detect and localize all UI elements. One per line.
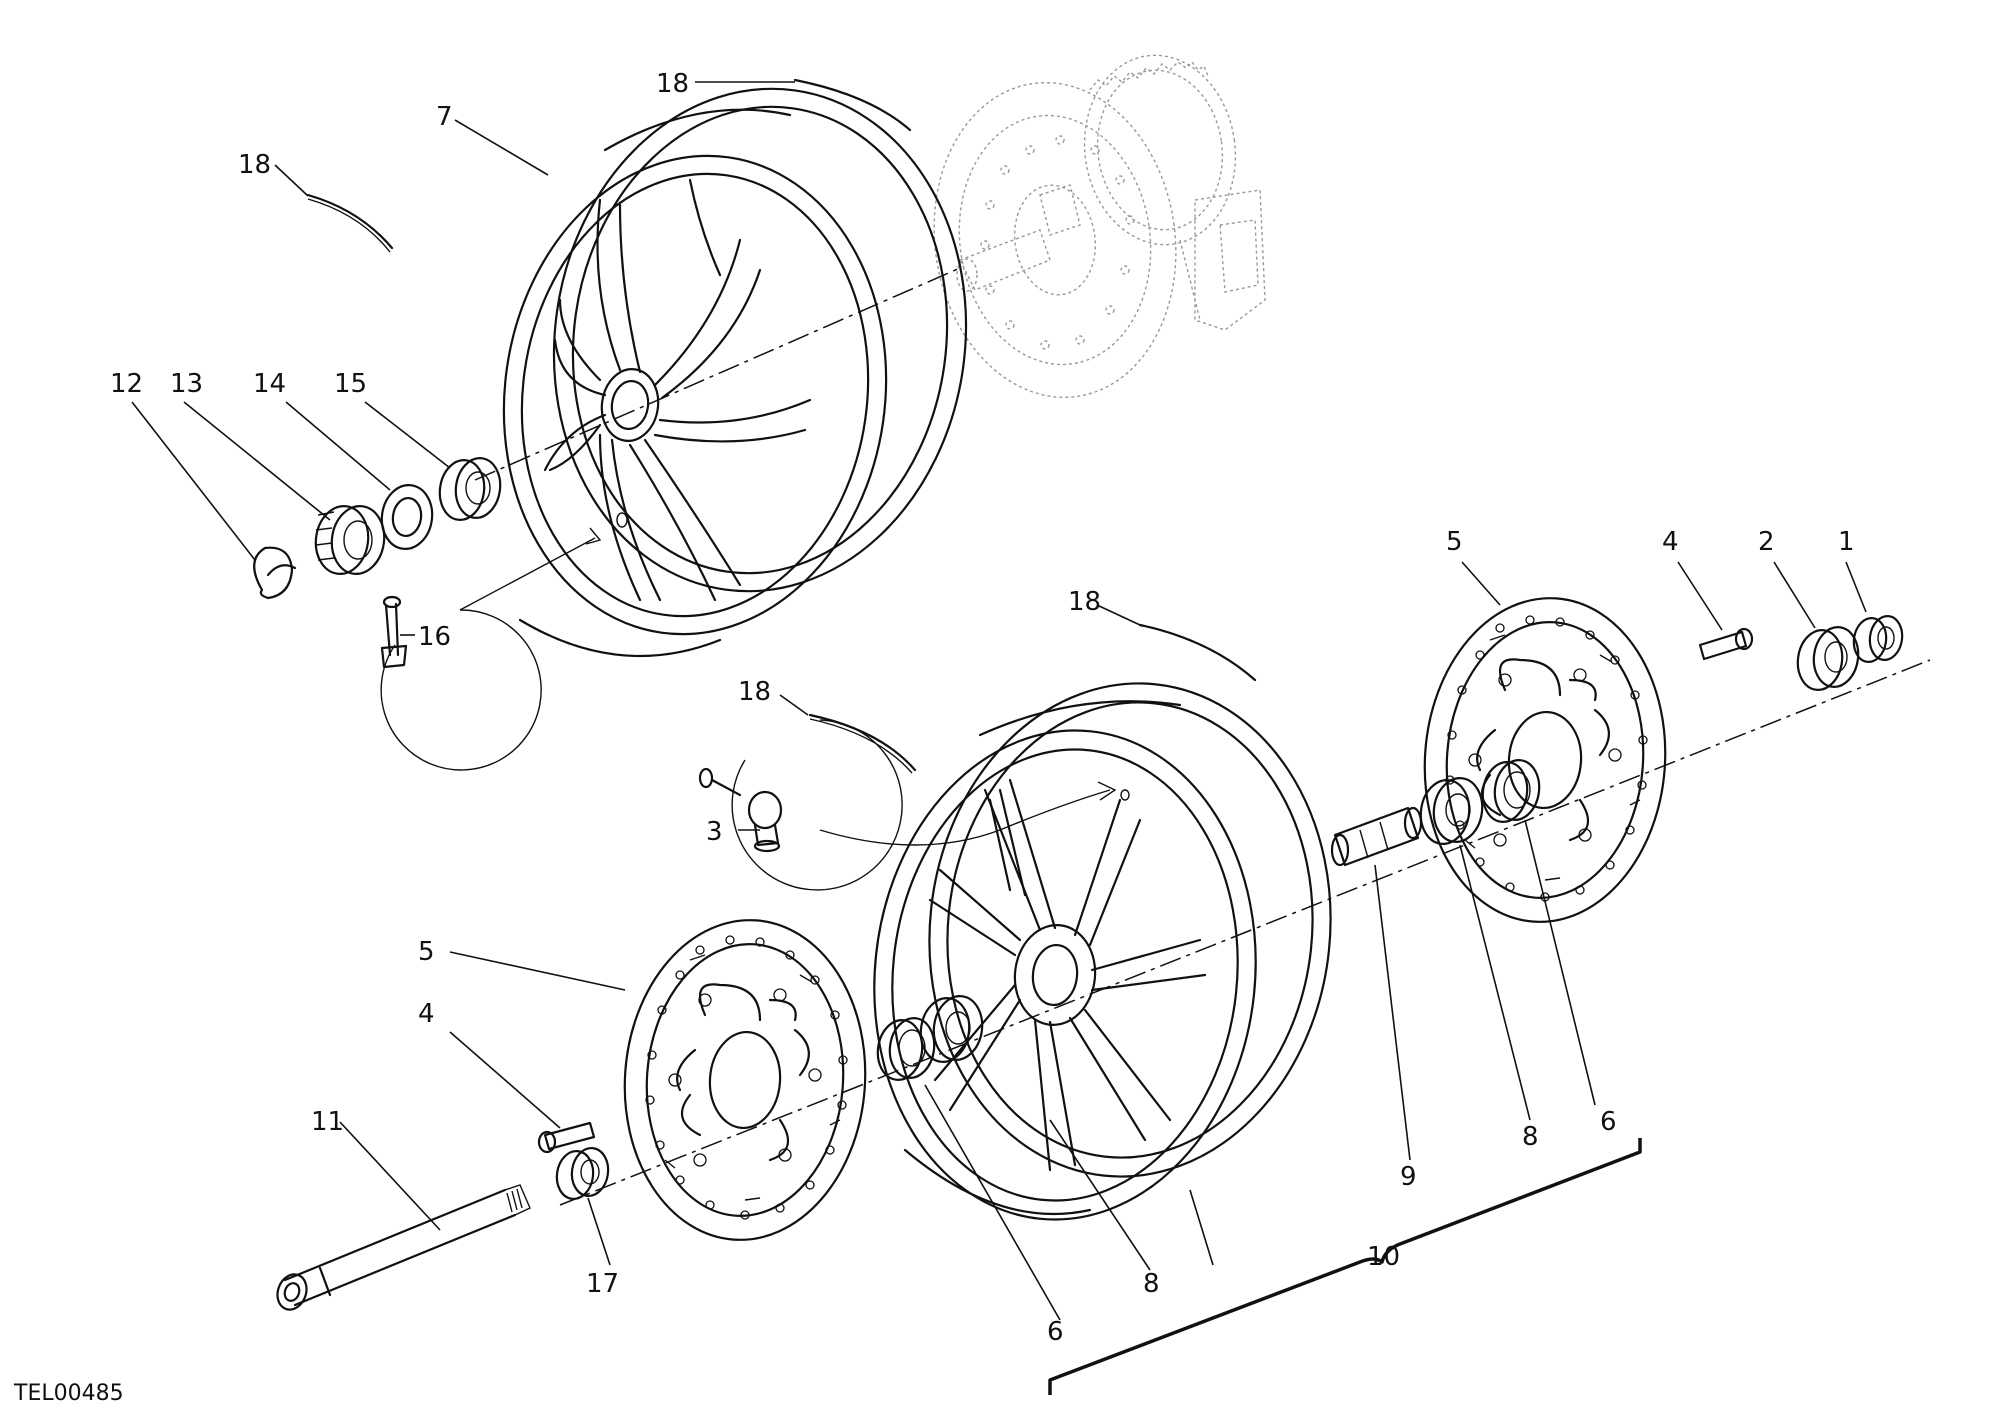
front-wheel [873, 682, 1332, 1221]
rear-axis-line [474, 267, 961, 481]
rear-hub-assembly-faint [933, 54, 1266, 399]
disc-bolt-left [537, 1121, 596, 1154]
callout-13: 13 [170, 369, 203, 399]
callout-4-left: 4 [418, 999, 435, 1029]
rear-circlip [253, 546, 297, 600]
callout-14: 14 [253, 369, 286, 399]
callout-5-right: 5 [1446, 527, 1463, 557]
callout-6-right: 6 [1600, 1107, 1617, 1137]
callout-4-right: 4 [1662, 527, 1679, 557]
callout-15: 15 [334, 369, 367, 399]
rear-wheel [502, 87, 968, 658]
right-seal [1481, 759, 1541, 823]
rear-spacer [438, 457, 502, 521]
axle-nut [1852, 615, 1904, 663]
rear-valve-detail [380, 527, 602, 771]
callout-3: 3 [706, 817, 723, 847]
rear-wheel-nut [314, 505, 386, 575]
callout-18-front-right: 18 [1068, 587, 1101, 617]
spacer-tube [1330, 806, 1423, 867]
front-valve-detail [698, 719, 1117, 891]
callout-6-left: 6 [1047, 1317, 1064, 1347]
rear-washer [380, 484, 434, 550]
front-brake-disc-right [1423, 597, 1667, 923]
front-axis-line [559, 659, 1931, 1206]
front-tyre-strip-right [1138, 623, 1257, 682]
leader-lines [131, 81, 1867, 1321]
front-axle [276, 1184, 531, 1311]
callout-16: 16 [418, 622, 451, 652]
callout-10: 10 [1367, 1242, 1400, 1272]
callout-8-right: 8 [1522, 1122, 1539, 1152]
callout-7: 7 [436, 102, 453, 132]
callout-8-left: 8 [1143, 1269, 1160, 1299]
front-brake-disc-left [623, 919, 867, 1241]
callout-11: 11 [311, 1107, 344, 1137]
drawing-code: TEL00485 [13, 1381, 124, 1406]
callout-9: 9 [1400, 1162, 1417, 1192]
rear-tyre-strip-left [306, 193, 394, 250]
callout-2: 2 [1758, 527, 1775, 557]
rear-tyre-strip-top [793, 78, 912, 132]
callout-1: 1 [1838, 527, 1855, 557]
assembly-bracket [1048, 1138, 1642, 1395]
callout-18-front-left: 18 [738, 677, 771, 707]
callout-18-rear-top: 18 [656, 69, 689, 99]
right-spacer [1796, 626, 1860, 691]
callout-labels: 1 2 3 4 4 5 5 6 6 7 8 8 9 10 11 12 13 14… [110, 69, 1855, 1347]
front-axle-spacer [555, 1147, 610, 1200]
disc-bolt-right [1698, 627, 1754, 661]
front-tyre-strip-left [808, 713, 917, 772]
callout-5-left: 5 [418, 937, 435, 967]
left-bearing [919, 995, 984, 1063]
right-bearing [1419, 777, 1484, 845]
callout-12: 12 [110, 369, 143, 399]
callout-18-rear-left: 18 [238, 150, 271, 180]
callout-17: 17 [586, 1269, 619, 1299]
